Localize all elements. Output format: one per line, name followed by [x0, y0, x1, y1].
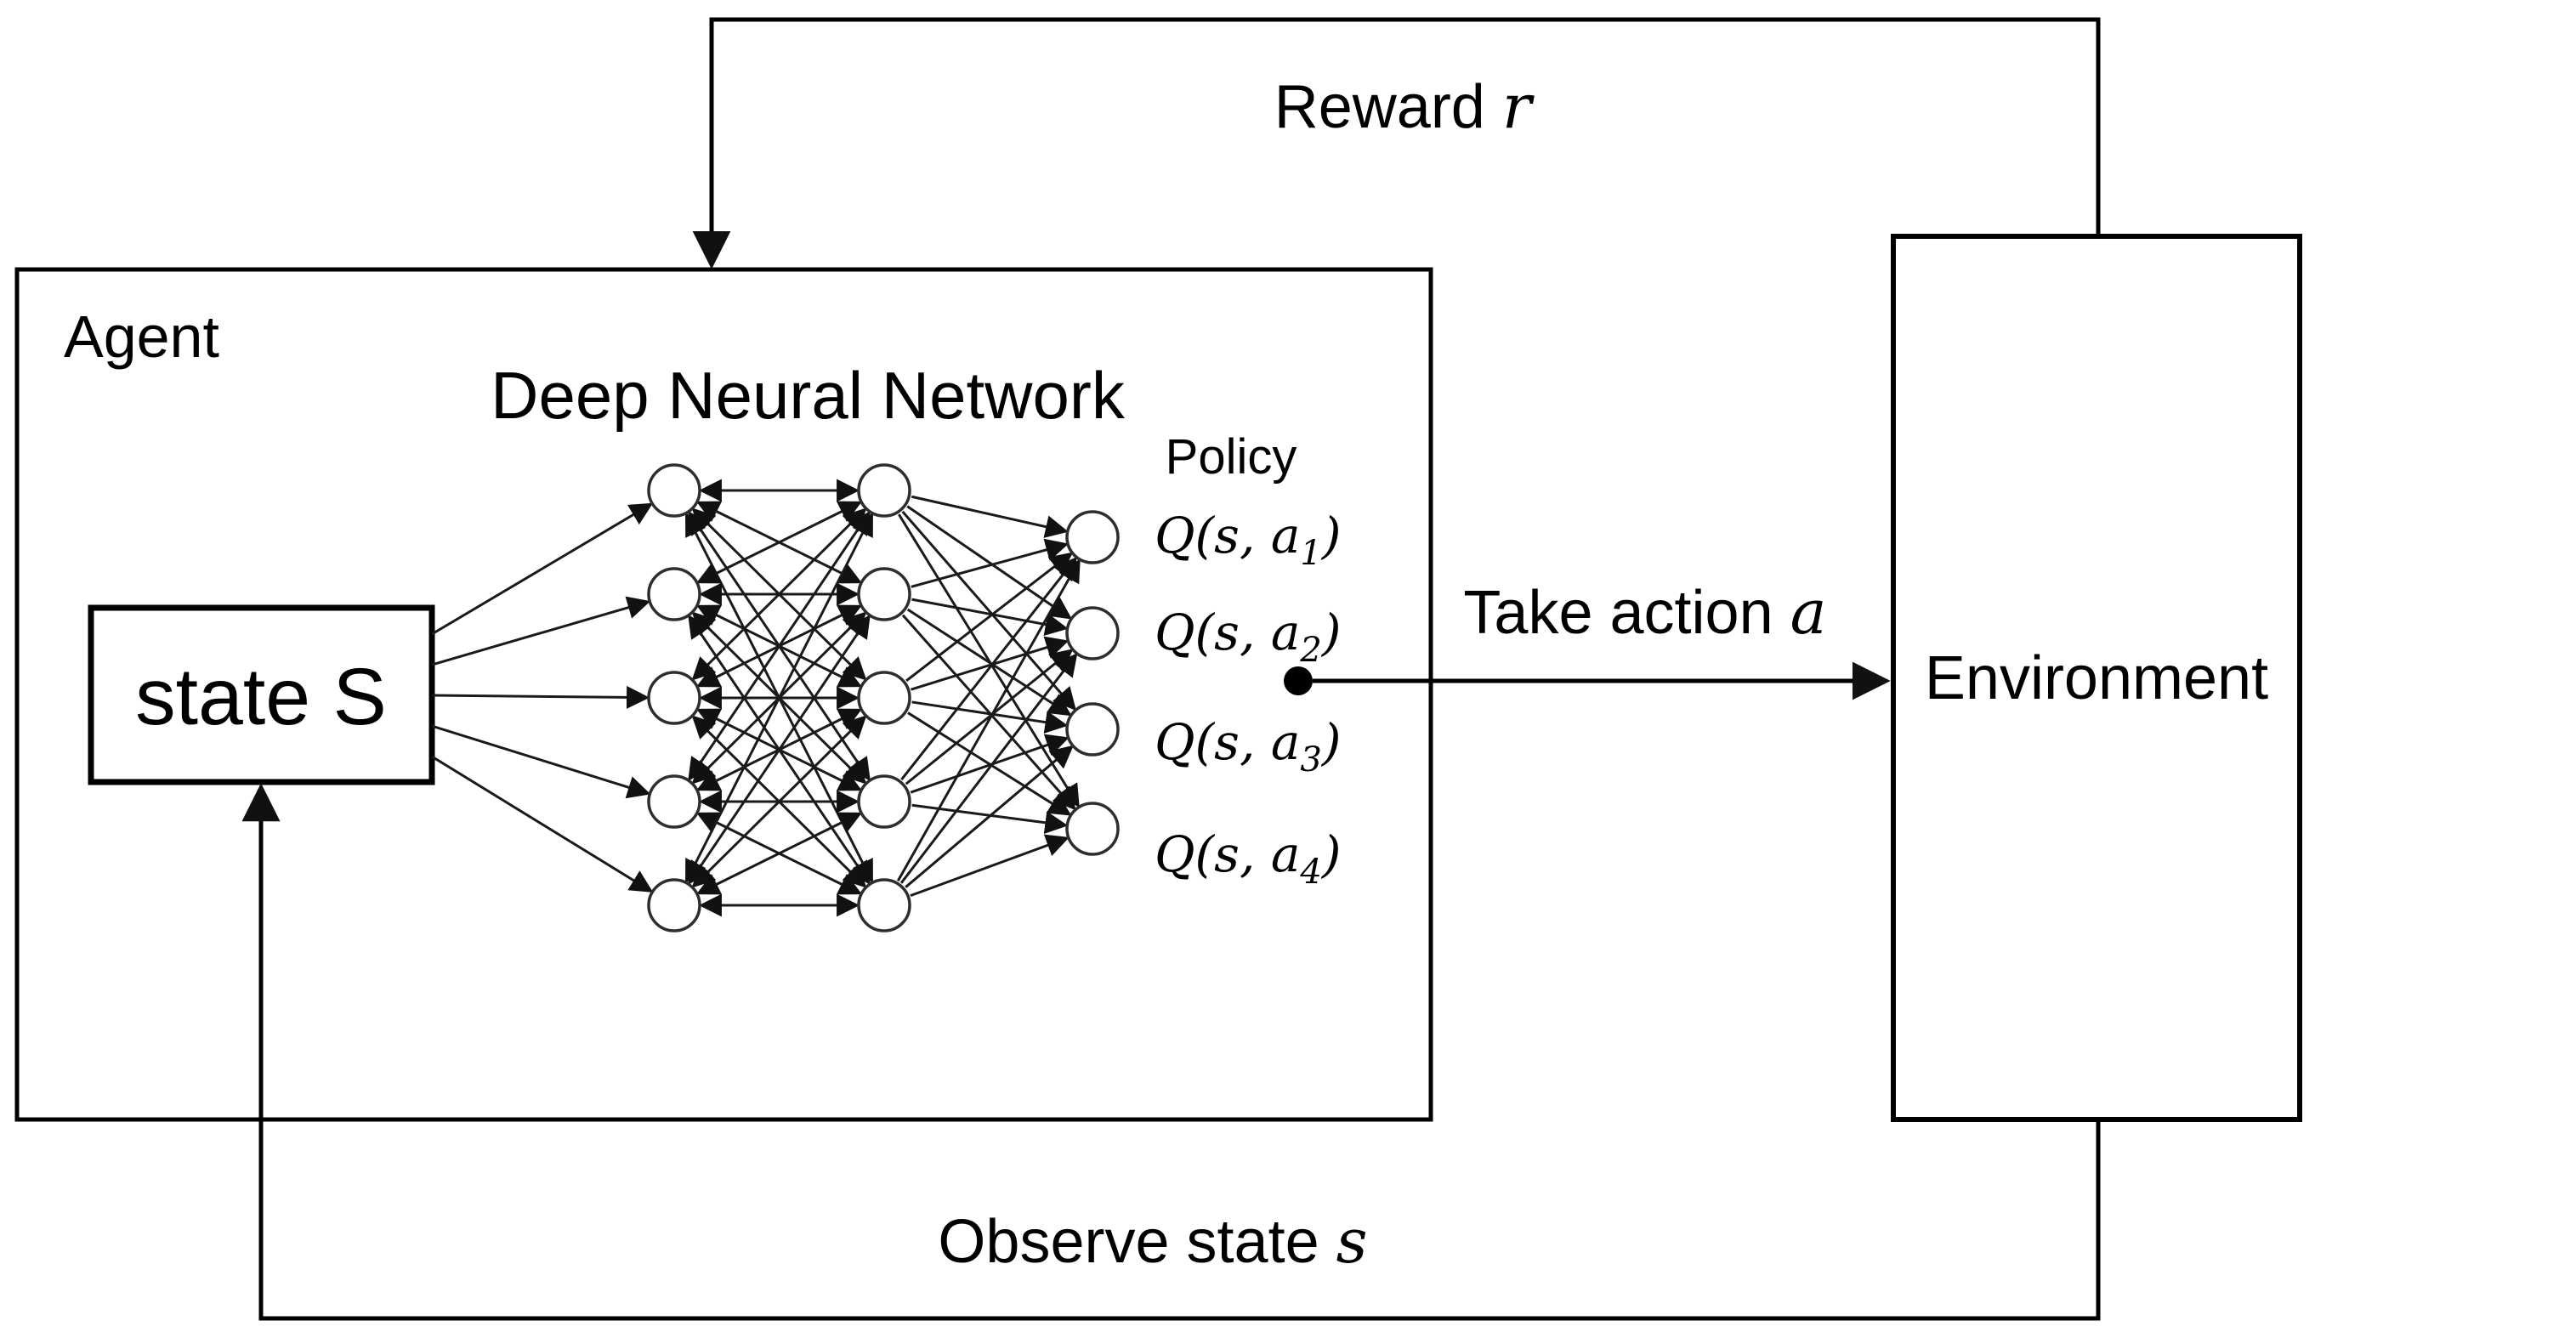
- hidden2-node: [857, 671, 911, 725]
- reward-label: Reward r: [1274, 71, 1535, 142]
- observe-label: Observe state s: [938, 1205, 1367, 1277]
- output-connection: [901, 510, 1076, 711]
- output-node: [1065, 702, 1120, 757]
- output-connection: [907, 711, 1072, 816]
- output-connection: [911, 803, 1069, 835]
- output-connection: [901, 614, 1076, 811]
- output-connection: [900, 556, 1078, 781]
- output-connection: [905, 745, 1074, 888]
- output-connection: [910, 834, 1070, 898]
- state-box-label: state S: [135, 652, 387, 742]
- policy-label: Policy: [1166, 429, 1297, 485]
- input-connection: [431, 596, 651, 666]
- input-connection: [431, 724, 651, 799]
- q-value-label: Q(s, a3): [1155, 713, 1342, 779]
- input-connection: [431, 755, 654, 893]
- output-connection: [896, 558, 1081, 882]
- output-connection: [898, 513, 1080, 808]
- hidden2-node: [857, 463, 911, 518]
- state-box: [88, 604, 435, 785]
- output-connection: [911, 495, 1069, 538]
- output-node: [1065, 802, 1120, 856]
- output-connection: [899, 652, 1078, 884]
- output-connection: [911, 538, 1070, 588]
- output-node: [1065, 510, 1120, 564]
- observe-arrow-line: [241, 783, 2101, 1321]
- q-value-label: Q(s, a1): [1155, 507, 1342, 573]
- agent-label: Agent: [64, 303, 219, 370]
- dnn-title: Deep Neural Network: [491, 358, 1126, 433]
- hidden2-node: [857, 774, 911, 829]
- take-action-origin-dot: [1284, 666, 1313, 695]
- reward-arrow-line: [692, 17, 2101, 269]
- hidden1-node: [647, 567, 701, 621]
- hidden-connection: [695, 812, 863, 895]
- output-connection: [905, 649, 1074, 785]
- q-value-label: Q(s, a2): [1155, 604, 1342, 670]
- q-value-label: Q(s, a4): [1155, 825, 1342, 892]
- output-connection: [906, 608, 1072, 717]
- output-connection: [905, 552, 1074, 683]
- hidden2-node: [857, 878, 911, 932]
- output-connection: [910, 734, 1070, 794]
- output-connection: [911, 636, 1070, 691]
- environment-label: Environment: [1925, 644, 2268, 712]
- hidden2-node: [857, 567, 911, 621]
- take-action-label: Take action a: [1463, 576, 1826, 648]
- neural-network: [431, 463, 1120, 932]
- hidden1-node: [647, 878, 701, 932]
- input-connection: [431, 502, 654, 636]
- environment-box: [1891, 234, 2302, 1122]
- hidden1-node: [647, 774, 701, 829]
- hidden1-node: [647, 463, 701, 518]
- output-connection: [911, 700, 1069, 734]
- q-value-labels: Q(s, a1) Q(s, a2) Q(s, a3) Q(s, a4): [1155, 507, 1342, 892]
- hidden1-node: [647, 671, 701, 725]
- output-connection: [911, 598, 1069, 636]
- input-connection: [431, 685, 650, 709]
- output-node: [1065, 606, 1120, 660]
